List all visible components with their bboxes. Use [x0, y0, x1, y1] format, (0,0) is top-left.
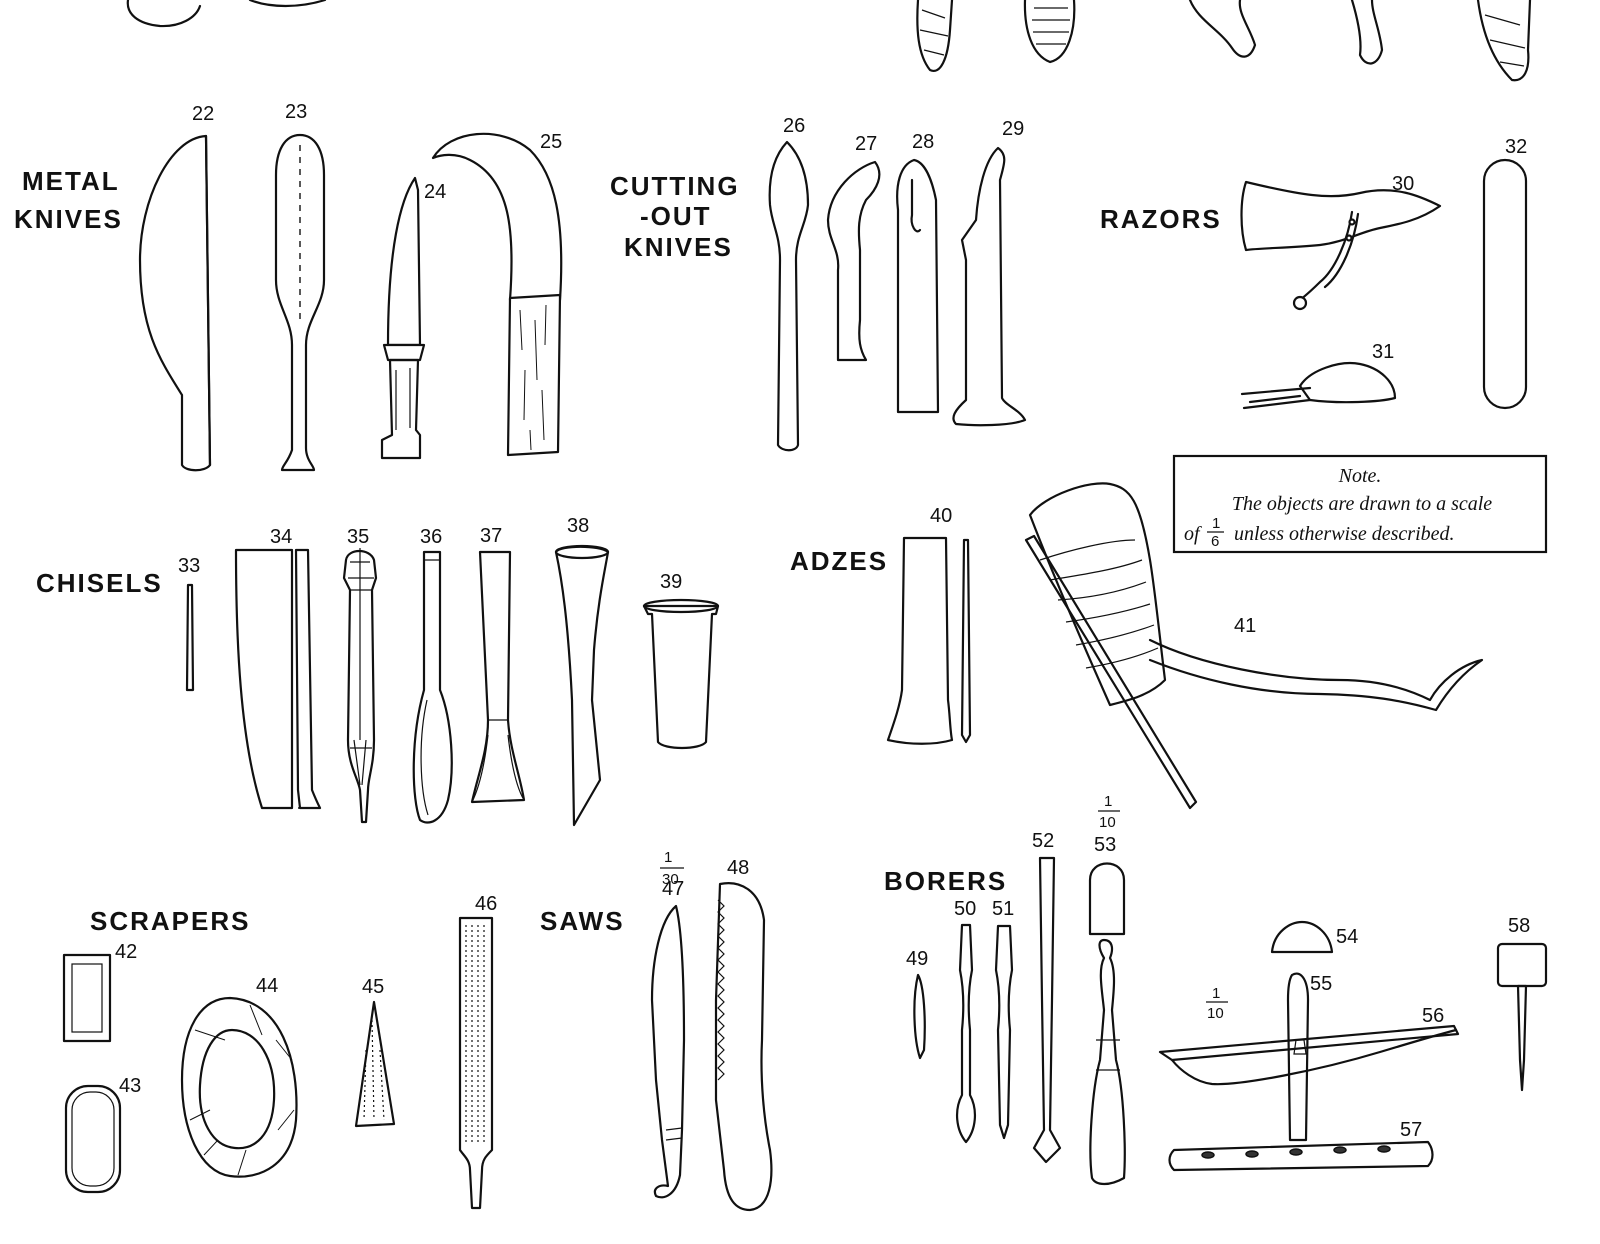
scale-47-den: 30: [662, 871, 679, 888]
number-52: 52: [1032, 830, 1054, 852]
cutting-knife-27: [826, 160, 881, 362]
number-53: 53: [1094, 834, 1116, 856]
razor-31: [1240, 362, 1397, 410]
chisel-39: [642, 598, 720, 750]
chisel-37: [470, 550, 526, 804]
number-38: 38: [567, 515, 589, 537]
note-fraction-den: 6: [1211, 533, 1219, 550]
top-partial-drawings: [126, 0, 1532, 82]
file-46: [458, 916, 494, 1210]
number-34: 34: [270, 526, 292, 548]
borer-49: [913, 973, 926, 1060]
label-cutting-out-knives-line1: CUTTING: [610, 171, 740, 201]
label-saws: SAWS: [540, 906, 625, 936]
saw-48: [714, 882, 773, 1212]
number-23: 23: [285, 101, 307, 123]
number-44: 44: [256, 975, 278, 997]
scraper-45: [354, 1000, 396, 1128]
scale-47-num: 1: [664, 849, 672, 866]
knife-24: [380, 176, 426, 460]
knife-22: [138, 134, 212, 472]
note-line1: The objects are drawn to a scale: [1232, 493, 1492, 515]
chisel-35: [342, 548, 378, 824]
number-22: 22: [192, 103, 214, 125]
label-metal-knives-line2: KNIVES: [14, 204, 123, 234]
drill-board-57: [1168, 1140, 1434, 1172]
scraper-42: [62, 953, 112, 1043]
note-title: Note.: [1338, 465, 1382, 487]
number-35: 35: [347, 526, 369, 548]
number-41: 41: [1234, 615, 1256, 637]
number-45: 45: [362, 976, 384, 998]
scale-55-den: 10: [1207, 1005, 1224, 1022]
number-56: 56: [1422, 1005, 1444, 1027]
number-51: 51: [992, 898, 1014, 920]
scraper-43: [64, 1084, 122, 1194]
number-25: 25: [540, 131, 562, 153]
number-57: 57: [1400, 1119, 1422, 1141]
razor-30: [1240, 180, 1442, 311]
number-28: 28: [912, 131, 934, 153]
number-58: 58: [1508, 915, 1530, 937]
number-40: 40: [930, 505, 952, 527]
cutting-knife-28: [896, 158, 940, 414]
number-33: 33: [178, 555, 200, 577]
number-24: 24: [424, 181, 446, 203]
number-42: 42: [115, 941, 137, 963]
saw-47: 1 30: [650, 849, 686, 1199]
scale-55-num: 1: [1212, 985, 1220, 1002]
label-metal-knives-line1: METAL: [22, 166, 120, 196]
number-31: 31: [1372, 341, 1394, 363]
number-50: 50: [954, 898, 976, 920]
number-26: 26: [783, 115, 805, 137]
borer-51: [994, 924, 1014, 1140]
chisel-38: [554, 544, 610, 827]
cutting-knife-29: [952, 146, 1027, 427]
number-49: 49: [906, 948, 928, 970]
number-37: 37: [480, 525, 502, 547]
scale-53-den: 10: [1099, 814, 1116, 831]
number-29: 29: [1002, 118, 1024, 140]
label-cutting-out-knives-line2: -OUT: [640, 201, 712, 231]
label-borers: BORERS: [884, 866, 1007, 896]
number-54: 54: [1336, 926, 1358, 948]
knife-23: [274, 133, 326, 472]
scraper-44: [180, 996, 298, 1178]
chisel-36: [412, 550, 453, 824]
label-razors: RAZORS: [1100, 204, 1222, 234]
bow-drill-55-56-57: 1 10: [1158, 972, 1460, 1142]
chisel-34: [234, 548, 322, 810]
borer-52: [1032, 856, 1062, 1164]
number-32: 32: [1505, 136, 1527, 158]
number-36: 36: [420, 526, 442, 548]
number-30: 30: [1392, 173, 1414, 195]
number-39: 39: [660, 571, 682, 593]
scale-note: Note. The objects are drawn to a scale o…: [1172, 454, 1548, 554]
label-adzes: ADZES: [790, 546, 888, 576]
borer-50: [956, 923, 976, 1144]
note-fraction-num: 1: [1212, 515, 1220, 532]
label-chisels: CHISELS: [36, 568, 163, 598]
cutting-knife-26: [768, 140, 810, 452]
note-line2-prefix: of: [1184, 523, 1202, 545]
borer-53: 1 10: [1088, 793, 1126, 1186]
number-48: 48: [727, 857, 749, 879]
label-scrapers: SCRAPERS: [90, 906, 250, 936]
number-43: 43: [119, 1075, 141, 1097]
borer-54: [1270, 920, 1334, 954]
razor-32: [1482, 158, 1528, 410]
label-cutting-out-knives-line3: KNIVES: [624, 232, 733, 262]
number-27: 27: [855, 133, 877, 155]
scale-53-num: 1: [1104, 793, 1112, 810]
knife-25: [431, 132, 563, 457]
number-55: 55: [1310, 973, 1332, 995]
borer-58: [1496, 942, 1548, 1092]
note-line2-suffix: unless otherwise described.: [1234, 523, 1455, 545]
number-46: 46: [475, 893, 497, 915]
adze-41: [1024, 482, 1484, 810]
adze-40: [886, 536, 972, 745]
number-47: 47: [662, 878, 684, 900]
chisel-33: [185, 583, 195, 692]
